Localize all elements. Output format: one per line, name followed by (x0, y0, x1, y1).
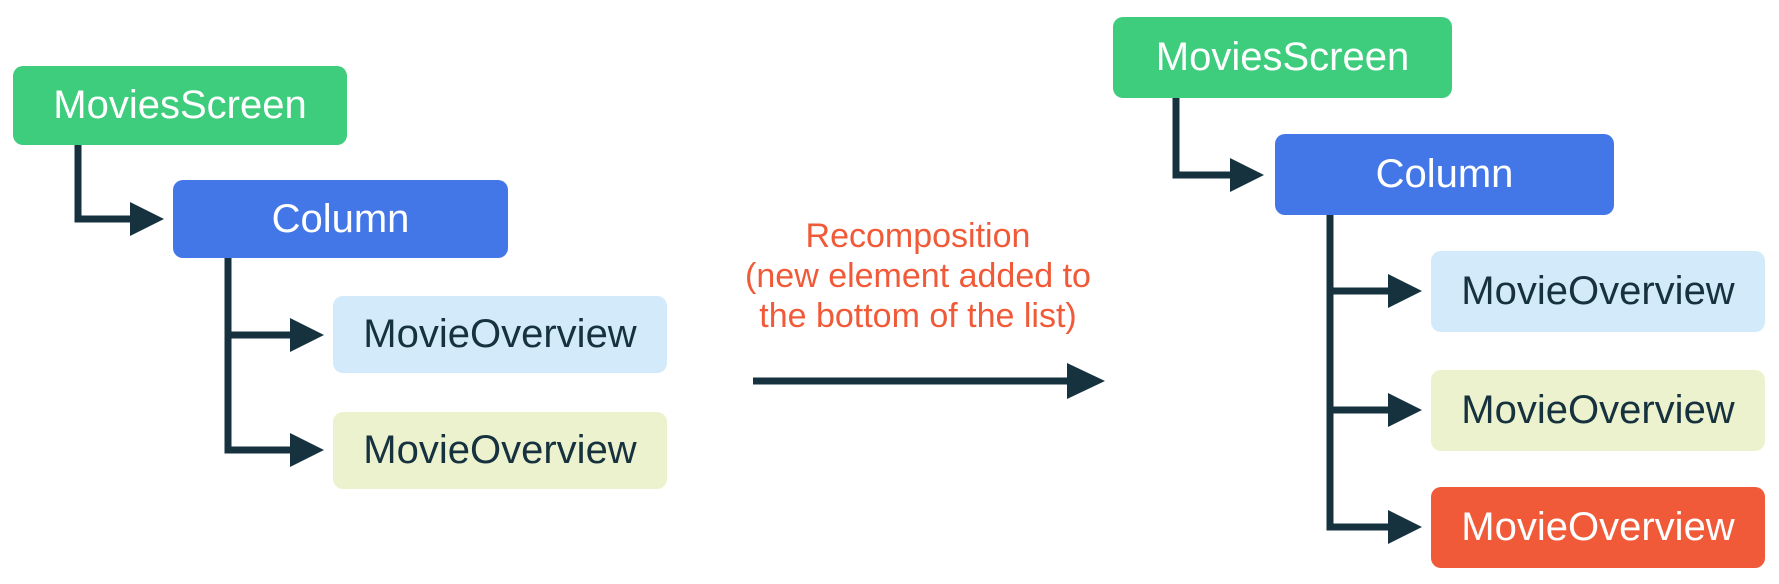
node-label: MovieOverview (363, 312, 637, 356)
right-branch2-arrowhead-icon (1388, 393, 1422, 427)
left-root-arrowhead-icon (130, 202, 164, 236)
node-label: MoviesScreen (1155, 35, 1410, 79)
right-node-movieoverview-2: MovieOverview (1431, 370, 1765, 451)
node-label: Column (271, 196, 410, 241)
left-node-column: Column (173, 180, 508, 258)
node-label: MoviesScreen (53, 83, 307, 127)
annotation-line-3: the bottom of the list) (759, 297, 1077, 335)
left-branch1-arrowhead-icon (290, 318, 324, 352)
right-node-movieoverview-3-new: MovieOverview (1431, 487, 1765, 568)
left-node-movieoverview-1: MovieOverview (333, 296, 667, 373)
right-branch3-arrowhead-icon (1388, 510, 1422, 544)
left-root-connector-line (74, 145, 130, 223)
right-node-moviesscreen: MoviesScreen (1113, 17, 1452, 98)
right-root-connector-line (1172, 98, 1230, 179)
left-node-movieoverview-2: MovieOverview (333, 412, 667, 489)
node-label: MovieOverview (1461, 388, 1735, 432)
right-column-connector-line (1326, 215, 1388, 531)
left-column-connector-line (224, 258, 290, 454)
node-label: Column (1375, 152, 1514, 196)
right-root-arrowhead-icon (1230, 158, 1264, 192)
node-label: MovieOverview (1461, 269, 1735, 313)
left-branch2-arrowhead-icon (290, 433, 324, 467)
right-node-movieoverview-1: MovieOverview (1431, 251, 1765, 332)
annotation-line-2: (new element added to (745, 257, 1091, 295)
right-branch1-arrowhead-icon (1388, 274, 1422, 308)
node-label: MovieOverview (1461, 505, 1735, 549)
node-label: MovieOverview (363, 428, 637, 472)
right-node-column: Column (1275, 134, 1614, 215)
annotation-line-1: Recomposition (805, 217, 1031, 255)
recomposition-annotation: Recomposition (new element added to the … (668, 216, 1168, 336)
left-node-moviesscreen: MoviesScreen (13, 66, 347, 145)
recomposition-arrowhead-icon (1067, 363, 1105, 399)
